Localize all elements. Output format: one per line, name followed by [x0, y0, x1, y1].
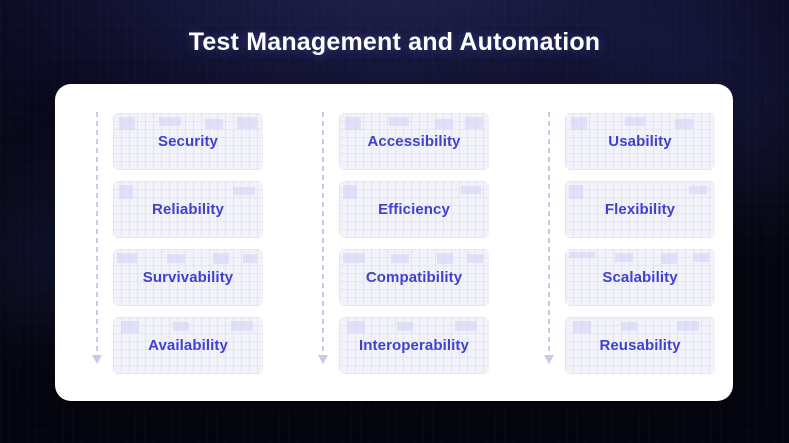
- attribute-column-3: Usability Flexibility Scalability: [507, 84, 733, 401]
- attribute-box[interactable]: Availability: [113, 317, 263, 374]
- attribute-box[interactable]: Flexibility: [565, 181, 715, 238]
- attribute-column-2: Accessibility Efficiency Compatibility: [281, 84, 507, 401]
- attribute-label: Reusability: [599, 337, 681, 354]
- connector-line-3: [544, 112, 554, 370]
- attribute-label: Survivability: [142, 269, 234, 286]
- attribute-box[interactable]: Interoperability: [339, 317, 489, 374]
- attribute-label: Security: [158, 133, 218, 150]
- attribute-box[interactable]: Scalability: [565, 249, 715, 306]
- connector-line-2: [318, 112, 328, 370]
- attribute-box[interactable]: Compatibility: [339, 249, 489, 306]
- connector-line-1: [92, 112, 102, 370]
- attribute-label: Reliability: [152, 201, 224, 218]
- attribute-label: Scalability: [602, 269, 678, 286]
- attribute-list-1: Security Reliability Survivability: [113, 113, 263, 374]
- arrow-down-icon: [544, 355, 554, 364]
- attribute-box[interactable]: Security: [113, 113, 263, 170]
- attribute-label: Availability: [148, 337, 228, 354]
- attribute-box[interactable]: Efficiency: [339, 181, 489, 238]
- attribute-label: Interoperability: [359, 337, 469, 354]
- content-card: Security Reliability Survivability: [55, 84, 733, 401]
- attribute-label: Compatibility: [365, 269, 463, 286]
- attribute-label: Usability: [608, 133, 672, 150]
- attribute-label: Accessibility: [367, 133, 461, 150]
- attribute-box[interactable]: Usability: [565, 113, 715, 170]
- attribute-label: Efficiency: [378, 201, 450, 218]
- attribute-column-1: Security Reliability Survivability: [55, 84, 281, 401]
- arrow-down-icon: [318, 355, 328, 364]
- dashed-line: [322, 112, 324, 357]
- attribute-box[interactable]: Survivability: [113, 249, 263, 306]
- arrow-down-icon: [92, 355, 102, 364]
- attribute-box[interactable]: Accessibility: [339, 113, 489, 170]
- page-title: Test Management and Automation: [188, 28, 601, 56]
- footer-watermark: ·· ···· ·· ···· ···· ···· ·· ··: [350, 402, 439, 409]
- attribute-box[interactable]: Reliability: [113, 181, 263, 238]
- attribute-box[interactable]: Reusability: [565, 317, 715, 374]
- attribute-list-3: Usability Flexibility Scalability: [565, 113, 715, 374]
- attribute-label: Flexibility: [604, 201, 676, 218]
- columns-container: Security Reliability Survivability: [55, 84, 733, 401]
- dashed-line: [96, 112, 98, 357]
- dashed-line: [548, 112, 550, 357]
- attribute-list-2: Accessibility Efficiency Compatibility: [339, 113, 489, 374]
